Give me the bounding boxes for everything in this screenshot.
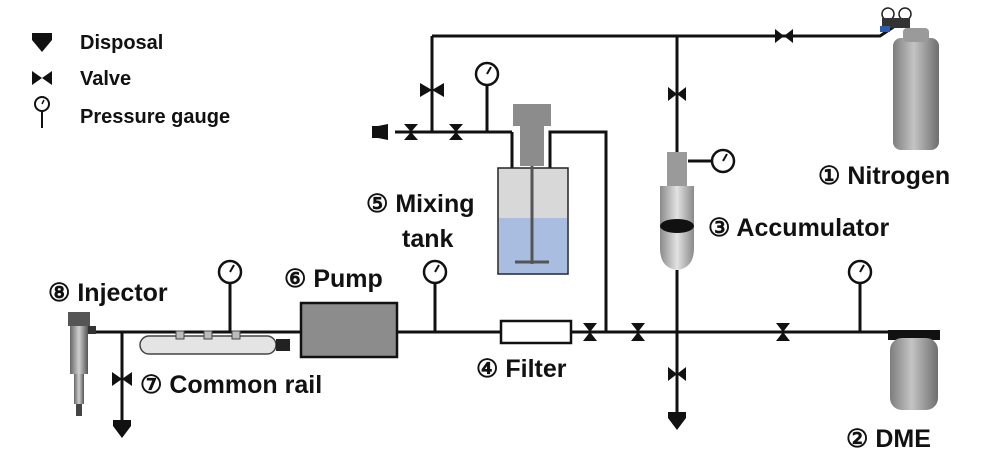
pressure-gauge-icon xyxy=(217,259,243,285)
legend-valve-label: Valve xyxy=(80,68,131,90)
mixing-tank xyxy=(497,104,569,275)
pressure-gauges xyxy=(217,61,873,285)
valve-icon xyxy=(404,124,418,140)
legend-gauge-label: Pressure gauge xyxy=(80,106,230,128)
accumulator xyxy=(660,152,694,270)
disposal-icon xyxy=(113,420,131,438)
valve-icon xyxy=(32,71,52,85)
disposal-icon xyxy=(32,33,52,52)
dme-cylinder xyxy=(888,330,940,410)
nitrogen-label: ① Nitrogen xyxy=(818,162,950,190)
valve-icon xyxy=(668,87,686,101)
legend: Disposal Valve Pressure gauge xyxy=(32,32,230,128)
nitrogen-cylinder xyxy=(880,7,939,150)
valve-icon xyxy=(775,29,793,43)
filter-label: ④ Filter xyxy=(476,355,567,383)
valve-icon xyxy=(449,124,463,140)
valve-icon xyxy=(668,367,686,381)
accumulator-label: ③ Accumulator xyxy=(708,214,890,242)
filter xyxy=(499,319,573,345)
pump xyxy=(299,301,399,359)
legend-disposal-label: Disposal xyxy=(80,32,163,54)
pump-label: ⑥ Pump xyxy=(284,265,383,293)
mixing-tank-label-line2: tank xyxy=(402,225,454,253)
disposal-icon xyxy=(668,412,686,430)
pressure-gauge-icon xyxy=(710,148,736,174)
regulator-icon xyxy=(880,7,912,32)
mixing-tank-label-line1: ⑤ Mixing xyxy=(366,190,475,218)
pressure-gauge-icon xyxy=(474,61,500,87)
dme-label: ② DME xyxy=(846,425,931,453)
injector xyxy=(68,312,96,416)
common-rail xyxy=(139,330,290,355)
pressure-gauge-icon xyxy=(422,259,448,285)
disposals xyxy=(113,124,686,438)
valve-icon xyxy=(776,323,790,341)
valve-icon xyxy=(420,83,444,97)
valves xyxy=(112,29,793,386)
valve-icon xyxy=(631,323,645,341)
disposal-icon xyxy=(372,124,388,140)
pressure-gauge-icon xyxy=(34,96,50,128)
common-rail-label: ⑦ Common rail xyxy=(140,371,322,399)
valve-icon xyxy=(112,372,132,386)
injector-label: ⑧ Injector xyxy=(48,279,168,307)
pressure-gauge-icon xyxy=(847,259,873,285)
valve-icon xyxy=(583,323,597,341)
